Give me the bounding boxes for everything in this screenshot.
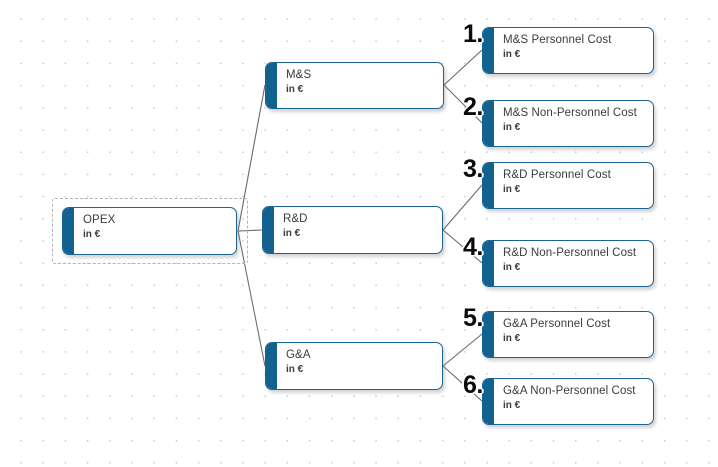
node-ms-non-personnel[interactable]: M&S Non-Personnel Cost in €	[482, 100, 654, 147]
node-accent-bar	[266, 343, 277, 389]
node-rd-personnel[interactable]: R&D Personnel Cost in €	[482, 162, 654, 209]
node-title: M&S Personnel Cost	[503, 34, 612, 46]
node-unit: in €	[503, 184, 521, 195]
node-unit: in €	[503, 262, 521, 273]
node-accent-bar	[266, 63, 277, 108]
edge-rd-3	[442, 184, 483, 231]
edge-ms-1	[443, 49, 483, 86]
node-accent-bar	[483, 241, 494, 286]
node-accent-bar	[263, 207, 274, 253]
node-unit: in €	[503, 49, 521, 60]
node-body: R&D Non-Personnel Cost in €	[494, 241, 653, 286]
node-opex[interactable]: OPEX in €	[62, 207, 237, 255]
node-body: G&A Personnel Cost in €	[494, 312, 653, 357]
badge-6: 6.	[463, 371, 483, 399]
badge-1: 1.	[463, 20, 483, 48]
node-title: G&A Personnel Cost	[503, 318, 611, 330]
node-body: G&A in €	[277, 343, 442, 389]
node-accent-bar	[483, 163, 494, 208]
node-body: G&A Non-Personnel Cost in €	[494, 379, 653, 424]
node-unit: in €	[503, 333, 521, 344]
badge-2: 2.	[463, 93, 483, 121]
badge-5: 5.	[463, 304, 483, 332]
node-title: R&D Personnel Cost	[503, 169, 611, 181]
node-title: R&D	[283, 213, 308, 225]
badge-4: 4.	[463, 233, 483, 261]
node-ga[interactable]: G&A in €	[265, 342, 443, 390]
node-title: G&A Non-Personnel Cost	[503, 385, 636, 397]
edge-ga-5	[442, 333, 483, 367]
node-accent-bar	[483, 312, 494, 357]
node-unit: in €	[503, 400, 521, 411]
node-rd-non-personnel[interactable]: R&D Non-Personnel Cost in €	[482, 240, 654, 287]
node-body: M&S Personnel Cost in €	[494, 28, 653, 73]
node-unit: in €	[83, 229, 101, 240]
node-body: R&D in €	[274, 207, 442, 253]
node-unit: in €	[503, 122, 521, 133]
node-body: OPEX in €	[74, 208, 236, 254]
badge-3: 3.	[463, 155, 483, 183]
node-unit: in €	[283, 228, 301, 239]
node-accent-bar	[483, 379, 494, 424]
node-body: M&S Non-Personnel Cost in €	[494, 101, 653, 146]
node-body: R&D Personnel Cost in €	[494, 163, 653, 208]
node-ga-personnel[interactable]: G&A Personnel Cost in €	[482, 311, 654, 358]
node-accent-bar	[63, 208, 74, 254]
node-title: G&A	[286, 349, 311, 361]
node-ga-non-personnel[interactable]: G&A Non-Personnel Cost in €	[482, 378, 654, 425]
node-rd[interactable]: R&D in €	[262, 206, 443, 254]
node-ms[interactable]: M&S in €	[265, 62, 444, 109]
node-unit: in €	[286, 84, 304, 95]
node-ms-personnel[interactable]: M&S Personnel Cost in €	[482, 27, 654, 74]
node-accent-bar	[483, 101, 494, 146]
node-accent-bar	[483, 28, 494, 73]
node-title: M&S Non-Personnel Cost	[503, 107, 637, 119]
selection-outline	[52, 198, 248, 264]
node-title: M&S	[286, 69, 312, 81]
node-body: M&S in €	[277, 63, 443, 108]
node-title: R&D Non-Personnel Cost	[503, 247, 637, 259]
node-unit: in €	[286, 364, 304, 375]
node-title: OPEX	[83, 214, 116, 226]
